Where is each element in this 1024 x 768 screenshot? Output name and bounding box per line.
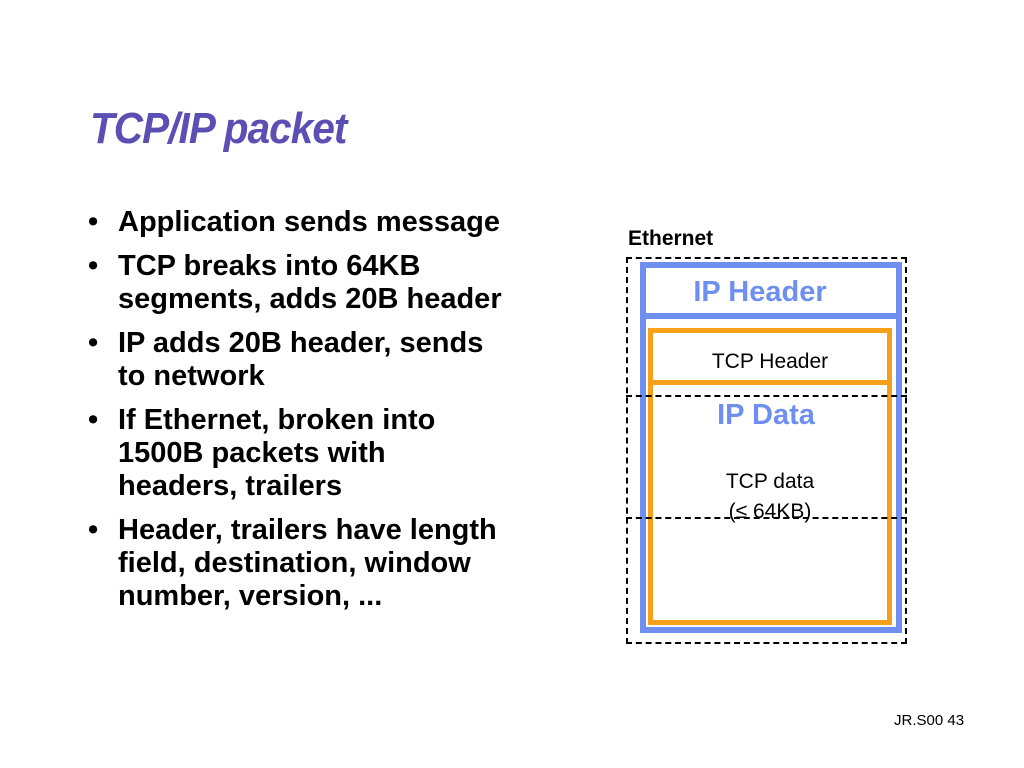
bullet-item: Header, trailers have length field, dest… xyxy=(88,514,588,613)
tcp-header-label: TCP Header xyxy=(711,350,829,373)
ethernet-frame xyxy=(626,257,907,644)
bullet-item: TCP breaks into 64KB segments, adds 20B … xyxy=(88,250,588,316)
bullet-item: Application sends message xyxy=(88,206,588,239)
ethernet-packet-divider xyxy=(626,395,907,397)
ethernet-label: Ethernet xyxy=(628,227,714,250)
tcp-header-box xyxy=(648,328,892,385)
bullet-list: Application sends message TCP breaks int… xyxy=(88,206,588,624)
ethernet-packet-divider xyxy=(626,517,907,519)
ip-header-box xyxy=(640,262,902,319)
slide-number: JR.S00 43 xyxy=(894,712,965,729)
ip-header-label: IP Header xyxy=(693,276,827,308)
bullet-item: IP adds 20B header, sends to network xyxy=(88,327,588,393)
bullet-item: If Ethernet, broken into 1500B packets w… xyxy=(88,404,588,503)
slide-title: TCP/IP packet xyxy=(90,104,347,153)
ip-data-label: IP Data xyxy=(717,399,815,431)
